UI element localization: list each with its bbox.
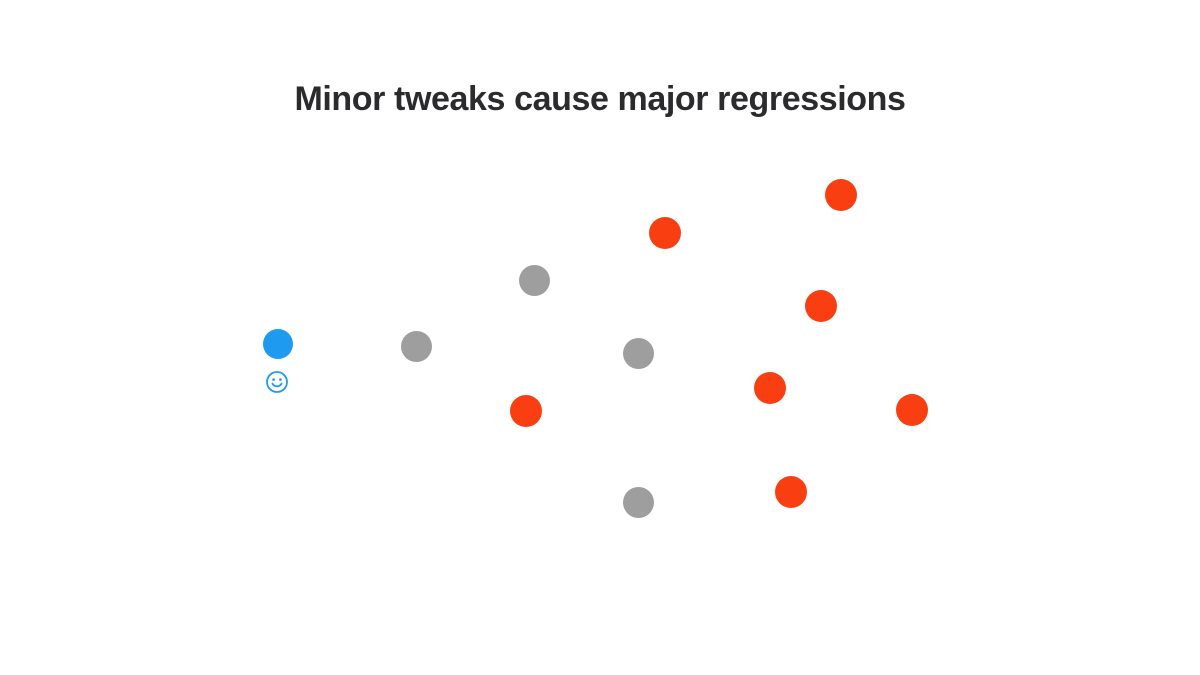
orange-dot-2 bbox=[649, 217, 681, 249]
orange-dot-5 bbox=[896, 394, 928, 426]
gray-dot-2 bbox=[400, 330, 432, 362]
gray-dot-3 bbox=[622, 337, 654, 369]
orange-dot-3 bbox=[805, 290, 837, 322]
orange-dot-6 bbox=[510, 395, 542, 427]
gray-dot-1 bbox=[518, 264, 550, 296]
gray-dot-4 bbox=[622, 486, 654, 518]
page-title: Minor tweaks cause major regressions bbox=[294, 80, 906, 118]
orange-dot-1 bbox=[825, 179, 857, 211]
smiley-face-icon bbox=[265, 370, 289, 394]
blue-dot bbox=[263, 329, 293, 359]
orange-dot-4 bbox=[754, 372, 786, 404]
orange-dot-7 bbox=[775, 476, 807, 508]
